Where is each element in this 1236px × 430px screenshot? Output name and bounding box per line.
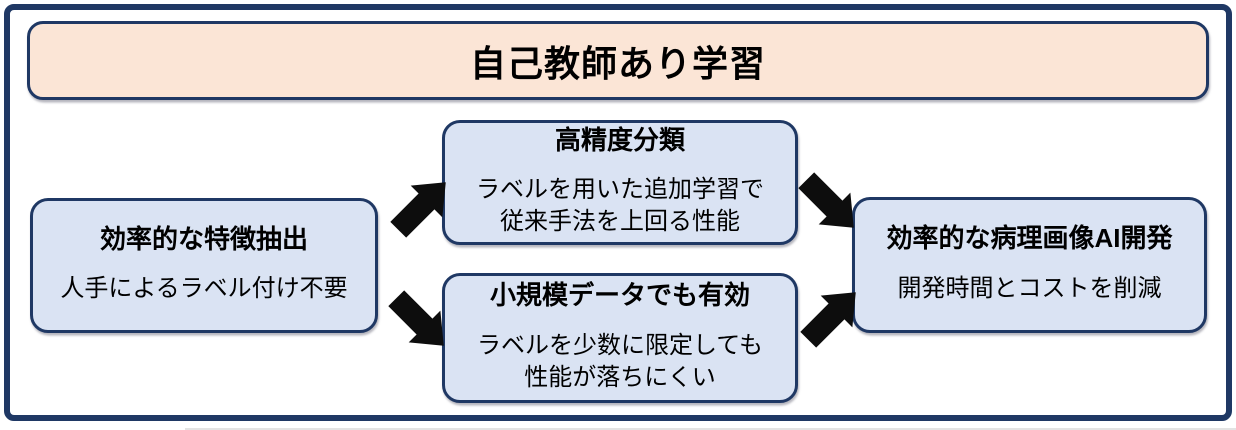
arrow-up-right-icon bbox=[800, 292, 856, 348]
title-banner: 自己教師あり学習 bbox=[27, 21, 1209, 100]
node-body: ラベルを用いた追加学習で 従来手法を上回る性能 bbox=[476, 176, 764, 236]
node-feature-extraction: 効率的な特徴抽出 人手によるラベル付け不要 bbox=[30, 198, 378, 333]
node-title: 小規模データでも有効 bbox=[489, 280, 750, 311]
arrow-up-right-icon bbox=[390, 182, 446, 238]
node-body: 人手によるラベル付け不要 bbox=[60, 275, 348, 303]
diagram-title: 自己教師あり学習 bbox=[469, 42, 766, 84]
node-high-accuracy-classification: 高精度分類 ラベルを用いた追加学習で 従来手法を上回る性能 bbox=[442, 120, 798, 245]
node-body: ラベルを少数に限定しても 性能が落ちにくい bbox=[476, 331, 764, 391]
node-efficient-pathology-ai-development: 効率的な病理画像AI開発 開発時間とコストを削減 bbox=[852, 197, 1207, 333]
node-title: 効率的な病理画像AI開発 bbox=[886, 223, 1173, 254]
node-small-data-effective: 小規模データでも有効 ラベルを少数に限定しても 性能が落ちにくい bbox=[442, 273, 798, 403]
arrow-down-right-icon bbox=[798, 172, 854, 228]
node-body: 開発時間とコストを削減 bbox=[897, 274, 1162, 302]
arrow-down-right-icon bbox=[388, 290, 444, 346]
bottom-edge-hairline bbox=[185, 428, 1236, 430]
node-title: 効率的な特徴抽出 bbox=[99, 223, 308, 254]
node-title: 高精度分類 bbox=[554, 124, 685, 155]
